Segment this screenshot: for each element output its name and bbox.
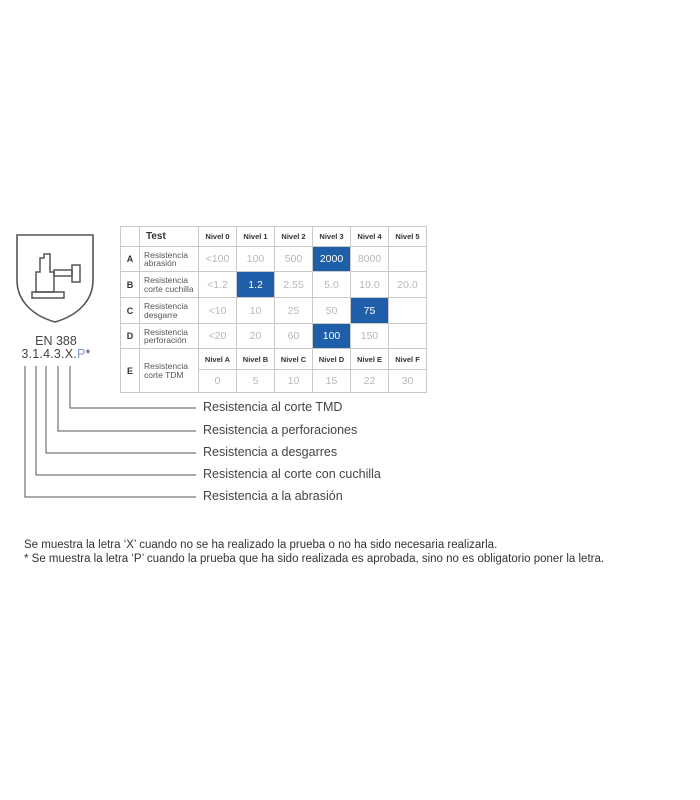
level-cell: 20.0: [388, 271, 427, 298]
leader-line-tdm: [69, 366, 196, 409]
header-level-3: Nivel 3: [312, 226, 351, 247]
standard-code-suffix: *: [85, 347, 91, 361]
level-cell-highlighted: 75: [350, 297, 389, 324]
glove-hammer-shield-icon: [16, 234, 94, 323]
level-cell: 150: [350, 323, 389, 349]
header-corner: [120, 226, 140, 247]
level-cell-highlighted: 2000: [312, 246, 351, 272]
row-letter: A: [120, 246, 140, 272]
leader-line-perforation: [57, 366, 196, 432]
header-level-2: Nivel 2: [274, 226, 313, 247]
legend-label-tdm: Resistencia al corte TMD: [203, 400, 343, 414]
row-letter: C: [120, 297, 140, 324]
level-cell: 5.0: [312, 271, 351, 298]
level-cell: [388, 323, 427, 349]
header-level-4: Nivel 4: [350, 226, 389, 247]
note-letter-p: * Se muestra la letra ‘P’ cuando la prue…: [24, 553, 605, 565]
level-cell: [388, 297, 427, 324]
level-cell: 10.0: [350, 271, 389, 298]
header-level-1: Nivel 1: [236, 226, 275, 247]
tdm-level-label: Nivel F: [388, 348, 427, 370]
standard-code-main: 3.1.4.3.X.: [21, 347, 77, 361]
header-level-0: Nivel 0: [198, 226, 237, 247]
standard-code: 3.1.4.3.X.P*: [10, 347, 102, 361]
level-cell-highlighted: 100: [312, 323, 351, 349]
performance-levels-table: Test Nivel 0 Nivel 1 Nivel 2 Nivel 3 Niv…: [120, 226, 427, 393]
level-cell: 100: [236, 246, 275, 272]
tdm-value-cell: 0: [198, 369, 237, 393]
standard-title: EN 388: [35, 334, 77, 348]
row-letter: E: [120, 348, 140, 393]
row-letter: B: [120, 271, 140, 298]
table-row-e-values: 0 5 10 15 22 30: [121, 369, 427, 393]
legend-label-perforation: Resistencia a perforaciones: [203, 423, 358, 437]
tdm-value-cell: 15: [312, 369, 351, 393]
legend-label-abrasion: Resistencia a la abrasión: [203, 489, 343, 503]
tdm-level-label: Nivel B: [236, 348, 275, 370]
header-level-5: Nivel 5: [388, 226, 427, 247]
level-cell: <20: [198, 323, 237, 349]
legend-label-blade-cut: Resistencia al corte con cuchilla: [203, 467, 381, 481]
level-cell: <10: [198, 297, 237, 324]
level-cell: [388, 246, 427, 272]
level-cell: 2.55: [274, 271, 313, 298]
note-letter-x: Se muestra la letra ‘X’ cuando no se ha …: [24, 539, 498, 551]
tdm-value-cell: 5: [236, 369, 275, 393]
level-cell: 20: [236, 323, 275, 349]
tdm-value-cell: 10: [274, 369, 313, 393]
tdm-level-label: Nivel E: [350, 348, 389, 370]
leader-line-abrasion: [24, 366, 196, 498]
tdm-level-label: Nivel D: [312, 348, 351, 370]
level-cell: <1.2: [198, 271, 237, 298]
level-cell: 10: [236, 297, 275, 324]
legend-label-tear: Resistencia a desgarres: [203, 445, 338, 459]
level-cell: 8000: [350, 246, 389, 272]
tdm-value-cell: 22: [350, 369, 389, 393]
row-letter: D: [120, 323, 140, 349]
tdm-value-cell: 30: [388, 369, 427, 393]
header-test: Test: [139, 226, 199, 247]
level-cell: 25: [274, 297, 313, 324]
level-cell: 500: [274, 246, 313, 272]
tdm-level-label: Nivel A: [198, 348, 237, 370]
tdm-level-label: Nivel C: [274, 348, 313, 370]
level-cell-highlighted: 1.2: [236, 271, 275, 298]
level-cell: 60: [274, 323, 313, 349]
level-cell: 50: [312, 297, 351, 324]
leader-line-blade-cut: [35, 366, 196, 476]
standard-code-letter: P: [76, 347, 86, 361]
leader-line-tear: [45, 366, 196, 454]
table-header-row: Test Nivel 0 Nivel 1 Nivel 2 Nivel 3 Niv…: [120, 226, 427, 247]
level-cell: <100: [198, 246, 237, 272]
